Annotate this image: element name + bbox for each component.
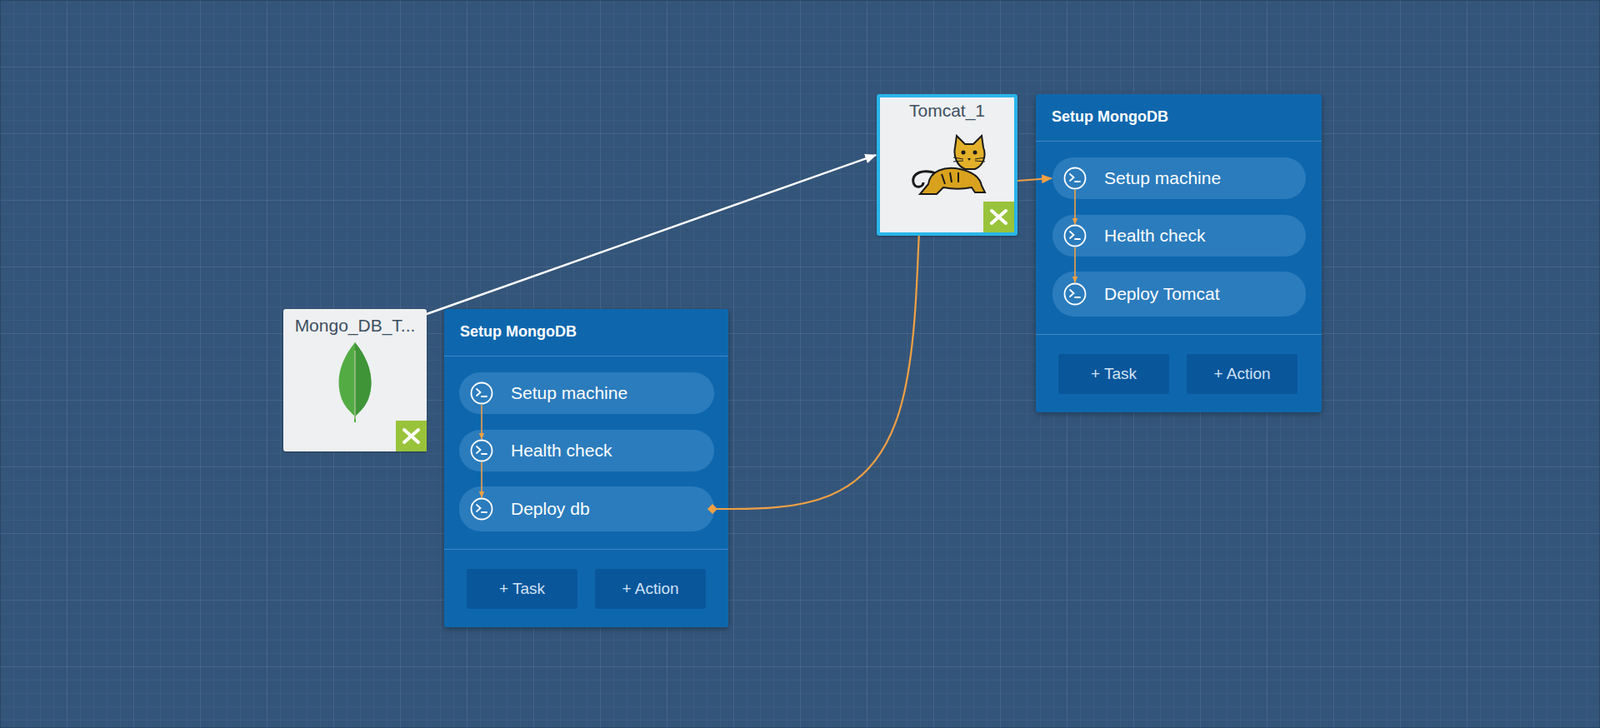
panel-button: + Task xyxy=(466,569,578,610)
task-panel: Setup MongoDB Setup machineHealth checkDe… xyxy=(1035,94,1322,413)
task-panel: Setup MongoDB Setup machineHealth checkDe… xyxy=(444,309,729,628)
terminal-icon xyxy=(1062,165,1088,191)
task-label: Health check xyxy=(1104,225,1205,246)
panel-title: Setup MongoDB xyxy=(460,323,577,341)
button-label: + Action xyxy=(1213,365,1270,384)
panel-button: + Action xyxy=(595,569,706,610)
task-item: Deploy Tomcat xyxy=(1052,271,1306,317)
panel-divider xyxy=(1035,140,1322,142)
panel-divider xyxy=(444,355,729,357)
panel-divider xyxy=(444,549,729,550)
task-label: Setup machine xyxy=(510,383,628,404)
service-box: Tomcat_1 xyxy=(876,94,1018,236)
connector xyxy=(712,235,920,510)
mongodb-logo xyxy=(336,342,374,423)
task-label: Setup machine xyxy=(1104,168,1221,189)
terminal-icon xyxy=(469,438,495,464)
task-item: Setup machine xyxy=(1052,157,1306,200)
provider-badge xyxy=(983,201,1015,233)
button-label: + Task xyxy=(499,580,545,599)
panel-divider xyxy=(1035,334,1322,335)
service-name: Mongo_DB_T... xyxy=(283,315,427,336)
service-name: Tomcat_1 xyxy=(880,100,1015,121)
button-label: + Task xyxy=(1090,365,1137,384)
task-item: Health check xyxy=(1052,215,1306,257)
terminal-icon xyxy=(469,496,495,522)
terminal-icon xyxy=(469,380,495,406)
task-label: Deploy db xyxy=(510,499,590,520)
terminal-icon xyxy=(1062,281,1088,307)
panel-button: + Action xyxy=(1186,354,1298,395)
panel-button: + Task xyxy=(1058,354,1170,395)
task-label: Health check xyxy=(510,440,612,461)
task-item: Deploy db xyxy=(459,486,715,532)
terminal-icon xyxy=(1062,223,1088,249)
tomcat-logo xyxy=(905,134,992,198)
task-item: Setup machine xyxy=(459,372,715,415)
connector xyxy=(426,155,876,315)
task-item: Health check xyxy=(459,430,715,472)
button-label: + Action xyxy=(621,580,679,599)
task-label: Deploy Tomcat xyxy=(1104,284,1220,305)
panel-title: Setup MongoDB xyxy=(1051,108,1169,126)
service-box: Mongo_DB_T... xyxy=(283,309,427,452)
provider-badge xyxy=(395,420,427,452)
